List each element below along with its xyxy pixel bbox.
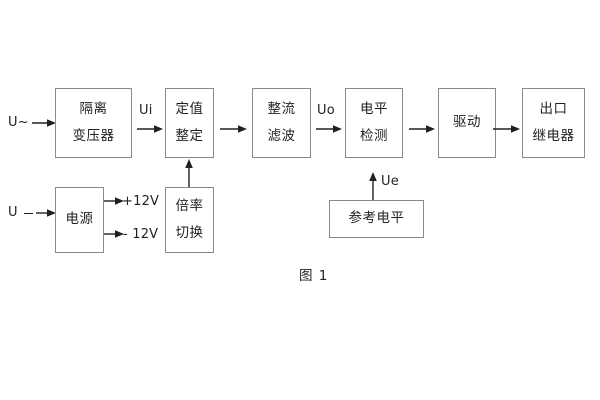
figure-caption: 图 1 — [299, 268, 329, 284]
arrow-setting-value-to-rectify-filter — [220, 124, 247, 134]
box-setting-value-line1: 定值 — [175, 101, 204, 117]
arrow-rectify-filter-to-level-detect — [316, 124, 342, 134]
box-reference-level-line1: 参考电平 — [348, 210, 405, 227]
signal-label-ue: Ue — [381, 174, 399, 189]
arrow-input-dc-to-power-supply — [36, 208, 56, 218]
arrow-input-ac-to-isolation-transformer — [32, 118, 56, 128]
box-setting-value: 定值 整定 — [165, 88, 214, 158]
box-multiplier-switch-line2: 切换 — [175, 224, 204, 241]
box-power-supply: 电源 — [55, 187, 104, 253]
box-level-detect-line1: 电平 — [360, 101, 388, 117]
box-multiplier-switch-line1: 倍率 — [175, 198, 204, 214]
arrow-multiplier-switch-to-setting-value — [184, 159, 194, 187]
arrow-level-detect-to-drive — [409, 124, 435, 134]
box-level-detect: 电平 检测 — [345, 88, 403, 158]
box-reference-level: 参考电平 — [329, 200, 424, 238]
box-output-relay: 出口 继电器 — [522, 88, 585, 158]
box-power-supply-line1: 电源 — [65, 211, 94, 228]
box-rectify-filter-line2: 滤波 — [267, 127, 296, 144]
box-drive-line1: 驱动 — [453, 114, 481, 131]
box-rectify-filter: 整流 滤波 — [252, 88, 311, 158]
box-isolation-transformer-line1: 隔离 — [79, 101, 108, 117]
box-setting-value-line2: 整定 — [175, 127, 204, 144]
box-rectify-filter-line1: 整流 — [267, 101, 296, 117]
box-output-relay-line2: 继电器 — [532, 127, 575, 144]
rail-label-positive: +12V — [122, 194, 160, 209]
dc-dash-indicator — [24, 213, 33, 214]
arrow-isolation-transformer-to-setting-value — [137, 124, 163, 134]
arrow-drive-to-output-relay — [493, 124, 520, 134]
arrow-reference-level-to-level-detect — [368, 172, 378, 200]
box-multiplier-switch: 倍率 切换 — [165, 187, 214, 253]
signal-label-uo: Uo — [317, 103, 335, 118]
rail-label-negative: - 12V — [123, 227, 159, 242]
input-label-ac: U~ — [8, 115, 29, 130]
box-output-relay-line1: 出口 — [539, 101, 568, 117]
arrow-rail-negative — [104, 229, 124, 239]
arrow-rail-positive — [104, 196, 124, 206]
box-level-detect-line2: 检测 — [360, 127, 388, 144]
signal-label-ui: Ui — [139, 103, 153, 118]
box-isolation-transformer: 隔离 变压器 — [55, 88, 132, 158]
input-label-dc: U — [8, 205, 18, 220]
box-isolation-transformer-line2: 变压器 — [72, 127, 115, 144]
box-drive: 驱动 — [438, 88, 496, 158]
